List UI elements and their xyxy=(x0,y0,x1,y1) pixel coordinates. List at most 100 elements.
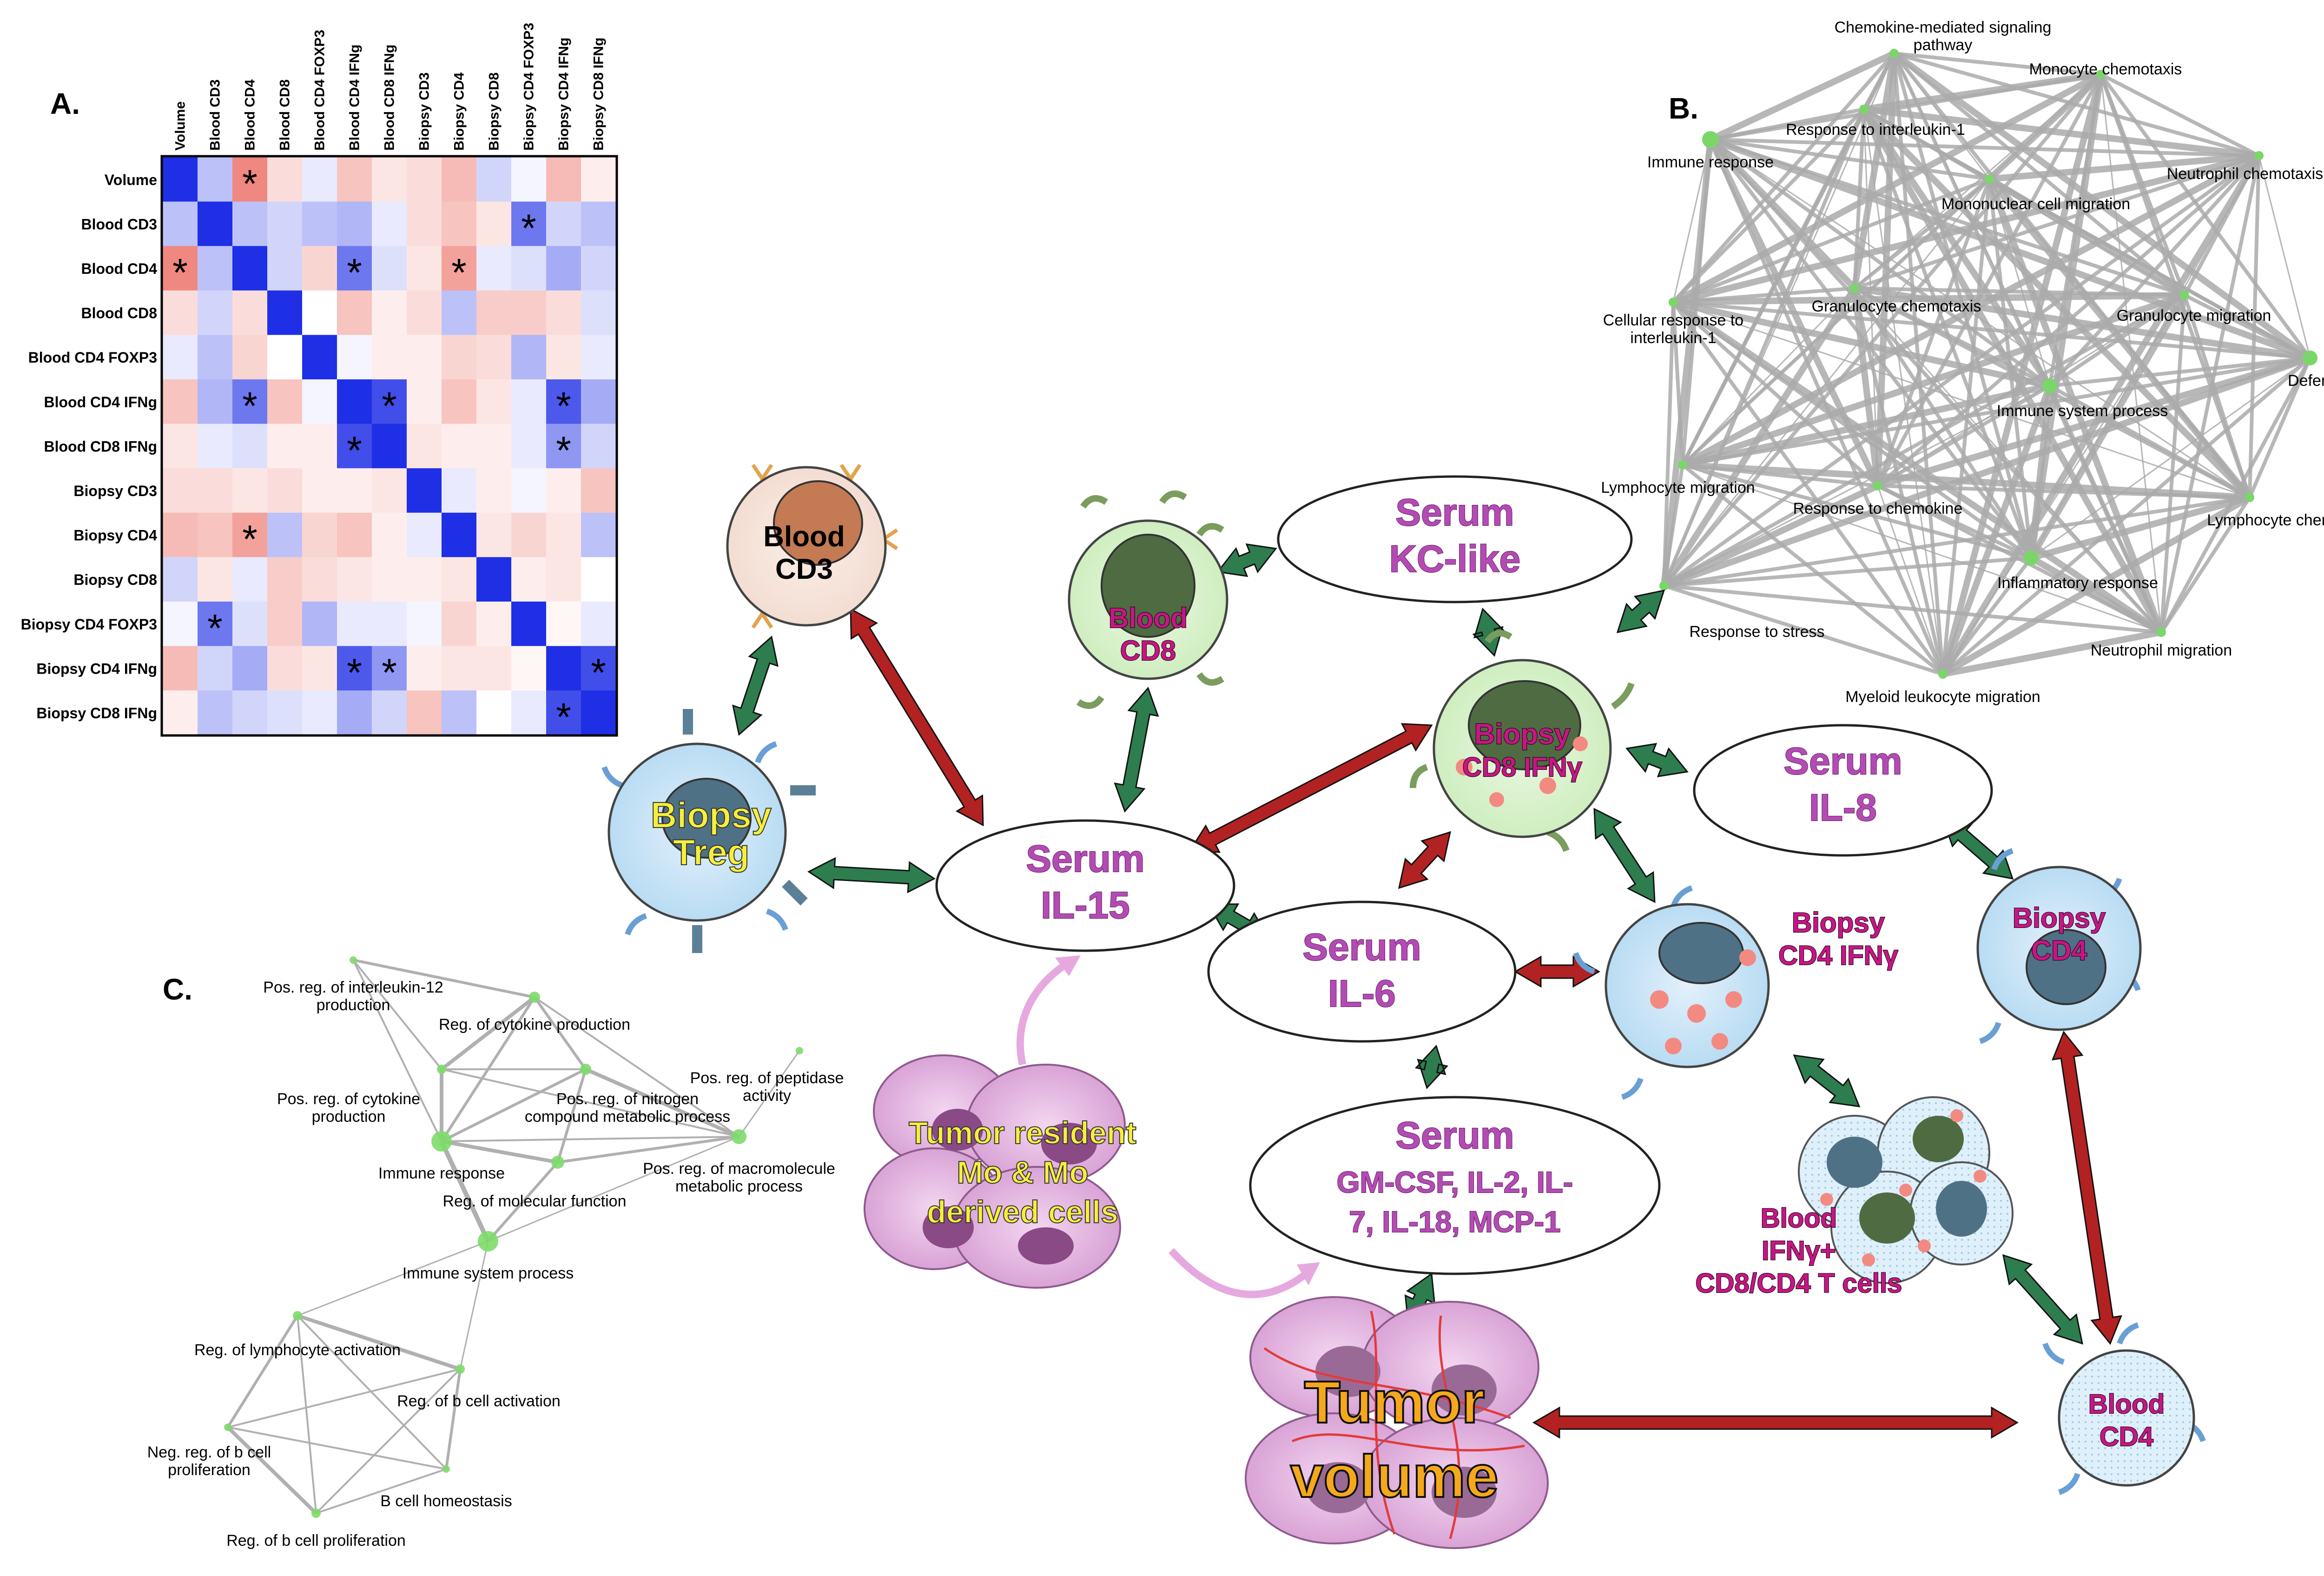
network-b-edge xyxy=(2159,295,2186,633)
matrix-cell xyxy=(581,157,616,202)
network-b-edge xyxy=(2030,494,2251,561)
matrix-cell xyxy=(442,335,477,380)
matrix-cell xyxy=(581,690,616,735)
matrix-cell xyxy=(407,468,442,513)
matrix-cell xyxy=(267,201,303,246)
matrix-cell xyxy=(476,690,512,735)
positive-correlation-arrow xyxy=(1793,1054,1861,1107)
significance-star: * xyxy=(207,606,223,650)
network-b-edge xyxy=(1682,383,2051,468)
matrix-cell xyxy=(407,512,442,557)
matrix-cell xyxy=(267,646,303,691)
matrix-cell xyxy=(198,424,233,469)
negative-correlation-arrow xyxy=(1398,831,1452,889)
serum-multi-label-1: Serum xyxy=(1395,1114,1514,1157)
matrix-cell xyxy=(442,379,477,424)
matrix-cell xyxy=(163,557,198,602)
network-b-edge xyxy=(1671,302,1684,465)
network-b-label: Myeloid leukocyte migration xyxy=(1845,688,2040,706)
network-c-edge xyxy=(556,1069,587,1163)
matrix-cell xyxy=(442,690,477,735)
network-c-node xyxy=(311,1509,321,1518)
network-b-edge xyxy=(1987,179,2033,558)
matrix-cell xyxy=(476,157,512,202)
significance-star: * xyxy=(382,650,397,694)
positive-correlation-arrow xyxy=(1114,687,1159,813)
blood-cd4-label-2: CD4 xyxy=(2100,1422,2153,1452)
matrix-row-label: Biopsy CD4 IFNg xyxy=(36,660,157,677)
network-b-edge xyxy=(1671,71,2103,305)
blood-ifng-label-1: Blood xyxy=(1761,1203,1837,1233)
matrix-cell xyxy=(476,290,512,335)
tumor-resident-mo-cells: Tumor resident Mo & Mo derived cells xyxy=(864,1054,1137,1289)
serum-kc-like-label-1: Serum xyxy=(1395,491,1514,534)
matrix-cell xyxy=(337,512,372,557)
network-b-edge xyxy=(1661,139,1714,586)
network-c-edge xyxy=(738,1050,800,1137)
matrix-cell xyxy=(232,602,268,647)
matrix-cell xyxy=(546,246,581,291)
matrix-cell xyxy=(232,379,268,424)
network-b-edge xyxy=(1877,484,2250,499)
matrix-column-label: Blood CD4 FOXP3 xyxy=(312,30,328,151)
network-c-edge xyxy=(533,996,587,1070)
network-b-label: Immune response xyxy=(1647,153,1774,171)
matrix-cell xyxy=(198,379,233,424)
tumor-resident-label-2: Mo & Mo xyxy=(957,1155,1088,1190)
matrix-cell xyxy=(372,201,407,246)
matrix-cell xyxy=(442,602,477,647)
matrix-cell xyxy=(163,512,198,557)
matrix-cell xyxy=(302,557,337,602)
matrix-cell xyxy=(302,646,337,691)
matrix-row-label: Biopsy CD8 xyxy=(73,571,157,588)
network-b-label: Inflammatory response xyxy=(1997,574,2158,592)
biopsy-treg-cell: Biopsy Treg xyxy=(601,709,816,953)
serum-kc-like-node: Serum KC-like xyxy=(1277,475,1633,603)
matrix-cell xyxy=(267,157,303,202)
matrix-cell xyxy=(511,468,547,513)
network-b-edge xyxy=(1672,139,1711,303)
matrix-cell xyxy=(232,646,268,691)
matrix-row-label: Volume xyxy=(105,172,157,188)
network-b-node xyxy=(2042,378,2057,393)
network-b-edge xyxy=(1672,301,1879,487)
network-c-edge xyxy=(441,1068,587,1143)
network-b-edge xyxy=(2029,555,2163,636)
matrix-cell xyxy=(511,602,547,647)
positive-correlation-arrow xyxy=(732,636,779,736)
positive-correlation-arrow xyxy=(1593,808,1656,903)
network-b-edge xyxy=(1681,463,1944,676)
network-b-edge xyxy=(1861,107,2053,388)
network-b-node xyxy=(1985,174,1994,184)
network-b-edge xyxy=(1671,301,1945,675)
matrix-cell xyxy=(198,290,233,335)
matrix-cell xyxy=(581,646,616,691)
matrix-cell xyxy=(581,335,616,380)
network-c-edge xyxy=(297,1315,317,1514)
matrix-cell xyxy=(302,290,337,335)
matrix-cell xyxy=(407,424,442,469)
matrix-cell xyxy=(302,201,337,246)
matrix-cell xyxy=(302,468,337,513)
matrix-cell xyxy=(267,557,303,602)
positive-correlation-arrow xyxy=(2002,1254,2083,1345)
matrix-cell xyxy=(337,690,372,735)
network-b-edge xyxy=(1988,177,2311,360)
network-c-edges xyxy=(226,959,800,1515)
matrix-cell xyxy=(442,290,477,335)
matrix-cell xyxy=(442,557,477,602)
matrix-cell xyxy=(546,646,581,691)
matrix-cell xyxy=(267,690,303,735)
network-b-label: Neutrophil migration xyxy=(2091,642,2232,659)
tumor-volume-label-2: volume xyxy=(1290,1444,1499,1510)
significance-star: * xyxy=(556,428,571,472)
network-c-label: Reg. of b cell activation xyxy=(397,1392,561,1410)
matrix-cell xyxy=(476,646,512,691)
biopsy-cd8-ifng-label-1: Biopsy xyxy=(1474,718,1571,750)
network-c-edge xyxy=(226,1426,317,1515)
matrix-row-label: Blood CD4 FOXP3 xyxy=(28,349,157,366)
serum-il8-label-1: Serum xyxy=(1783,740,1902,782)
